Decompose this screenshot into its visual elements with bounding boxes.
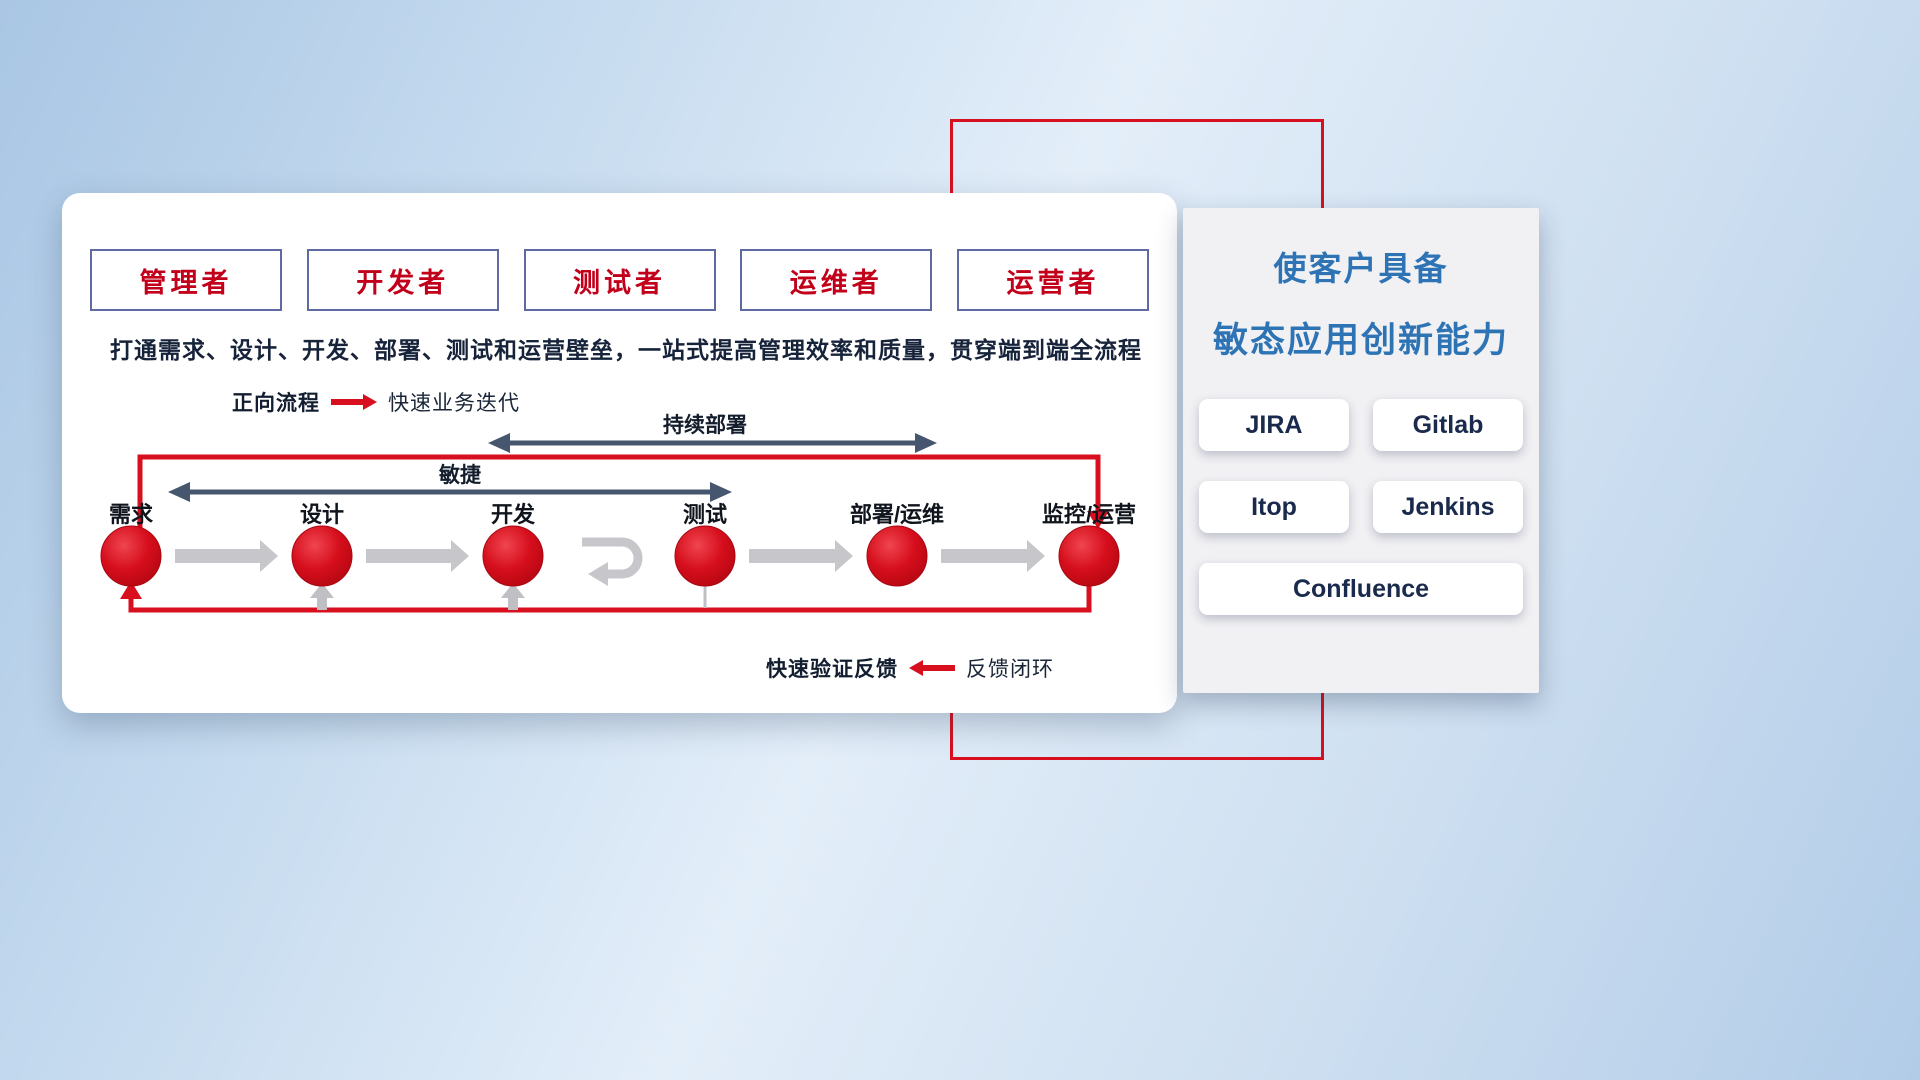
tool-jira: JIRA bbox=[1199, 399, 1349, 451]
stage-node-deploy-ops bbox=[866, 525, 928, 587]
stage-label-test: 测试 bbox=[682, 502, 727, 527]
tools-grid: JIRA Gitlab Itop Jenkins Confluence bbox=[1199, 399, 1523, 615]
role-label: 管理者 bbox=[139, 267, 233, 298]
forward-flow-value: 快速业务迭代 bbox=[388, 392, 520, 415]
stage-nodes bbox=[100, 525, 1120, 587]
red-feedback-loop bbox=[120, 581, 1092, 613]
stage-label-monitor: 监控/运营 bbox=[1041, 502, 1137, 527]
feedback-legend: 快速验证反馈 反馈闭环 bbox=[766, 653, 1054, 683]
tool-gitlab: Gitlab bbox=[1373, 399, 1523, 451]
role-box-business: 运营者 bbox=[957, 249, 1149, 311]
iteration-loop-icon bbox=[582, 537, 643, 586]
role-label: 运维者 bbox=[789, 267, 883, 298]
forward-flow-label: 正向流程 bbox=[232, 392, 320, 415]
stage-node-test bbox=[674, 525, 736, 587]
role-box-tester: 测试者 bbox=[523, 249, 716, 311]
capability-title-line1: 使客户具备 bbox=[1273, 250, 1449, 287]
flow-description: 打通需求、设计、开发、部署、测试和运营壁垒，一站式提高管理效率和质量，贯穿端到端… bbox=[110, 337, 1142, 363]
role-label: 测试者 bbox=[573, 267, 666, 298]
stage-label-requirement: 需求 bbox=[108, 502, 153, 527]
forward-step-arrows bbox=[175, 540, 1045, 572]
tool-jenkins: Jenkins bbox=[1373, 481, 1523, 533]
feedback-up-arrows bbox=[310, 583, 707, 610]
forward-flow-legend: 正向流程 快速业务迭代 bbox=[232, 387, 520, 417]
red-left-arrow-icon bbox=[909, 660, 955, 676]
capability-title-line2: 敏态应用创新能力 bbox=[1212, 321, 1509, 360]
role-label: 运营者 bbox=[1006, 267, 1100, 298]
tool-confluence: Confluence bbox=[1199, 563, 1523, 615]
role-box-developer: 开发者 bbox=[306, 249, 499, 311]
continuous-deployment-arrow bbox=[488, 433, 937, 453]
red-forward-loop bbox=[137, 454, 1109, 531]
capability-panel: 使客户具备 敏态应用创新能力 JIRA Gitlab Itop Jenkins … bbox=[1183, 208, 1539, 693]
feedback-label: 快速验证反馈 bbox=[766, 658, 898, 681]
agile-arrow bbox=[168, 482, 732, 502]
agile-label: 敏捷 bbox=[439, 464, 481, 487]
stage-node-develop bbox=[482, 525, 544, 587]
continuous-deployment-label: 持续部署 bbox=[663, 414, 747, 437]
devops-flow-panel: 管理者 开发者 测试者 运维者 运营者 打通需求、设计、开发、部署、测试和运营壁… bbox=[62, 193, 1177, 713]
feedback-value: 反馈闭环 bbox=[966, 658, 1054, 681]
role-box-ops: 运维者 bbox=[740, 249, 933, 311]
stage-label-design: 设计 bbox=[299, 502, 344, 527]
red-right-arrow-icon bbox=[331, 394, 377, 410]
stage-node-monitor bbox=[1058, 525, 1120, 587]
stage-label-deploy-ops: 部署/运维 bbox=[849, 502, 945, 527]
role-label: 开发者 bbox=[356, 267, 450, 298]
role-box-manager: 管理者 bbox=[90, 249, 282, 311]
stage-node-design bbox=[291, 525, 353, 587]
flow-graphics bbox=[100, 433, 1120, 613]
roles-row: 管理者 开发者 测试者 运维者 运营者 bbox=[90, 249, 1149, 311]
stage-node-requirement bbox=[100, 525, 162, 587]
stage-label-develop: 开发 bbox=[490, 502, 535, 527]
capability-title: 使客户具备 敏态应用创新能力 bbox=[1183, 208, 1539, 363]
tool-itop: Itop bbox=[1199, 481, 1349, 533]
